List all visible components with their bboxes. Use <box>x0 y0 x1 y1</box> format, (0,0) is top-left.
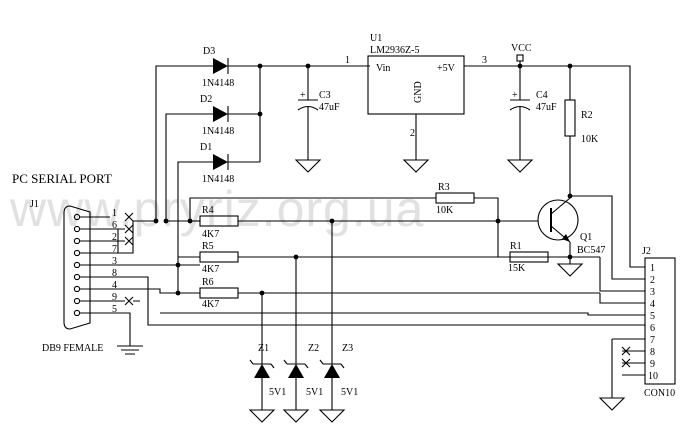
r3-value: 10K <box>436 205 454 216</box>
j2-ref: J2 <box>642 246 651 257</box>
transistor-q1 <box>537 196 584 277</box>
j1-pin-2: 2 <box>112 232 117 243</box>
regulator-u1 <box>367 55 520 173</box>
u1-ref: U1 <box>370 33 382 44</box>
watermark: www.pryriz.org.ua <box>9 181 424 237</box>
z3-value: 5V1 <box>341 387 358 398</box>
title: PC SERIAL PORT <box>12 171 112 186</box>
j2-pin-8: 8 <box>650 347 655 358</box>
u1-pin-3: 3 <box>482 55 487 66</box>
z2-ref: Z2 <box>308 343 319 354</box>
resistor-r6 <box>199 287 600 299</box>
diode-d1 <box>205 154 260 170</box>
j2-label: CON10 <box>644 388 675 399</box>
diode-d3 <box>205 58 260 74</box>
d1-value: 1N4148 <box>202 174 234 185</box>
r1-value: 15K <box>508 263 526 274</box>
r4-ref: R4 <box>202 205 214 216</box>
c3-value: 47uF <box>319 102 340 113</box>
j1-pin-1: 1 <box>112 208 117 219</box>
j2-pin-10: 10 <box>648 371 658 382</box>
u1-pin-1: 1 <box>345 55 350 66</box>
z3-ref: Z3 <box>342 343 353 354</box>
j1-ref: J1 <box>30 199 39 210</box>
j2-pin-9: 9 <box>650 359 655 370</box>
zener-z3 <box>318 221 346 423</box>
j2-pin-6: 6 <box>650 323 655 334</box>
capacitor-c4: + <box>506 66 534 173</box>
j1-ground <box>110 312 143 355</box>
resistor-r1 <box>497 221 570 263</box>
capacitor-c3: + <box>294 66 322 173</box>
d2-ref: D2 <box>200 94 212 105</box>
resistor-r3 <box>435 192 538 222</box>
zener-z2 <box>282 257 310 423</box>
j1-pin-3: 3 <box>112 256 117 267</box>
r3-ref: R3 <box>438 182 450 193</box>
c4-value: 47uF <box>536 102 557 113</box>
r1-ref: R1 <box>510 241 522 252</box>
svg-text:+: + <box>512 90 518 101</box>
r5-value: 4K7 <box>202 264 219 275</box>
j1-label: DB9 FEMALE <box>42 343 103 354</box>
z1-ref: Z1 <box>258 343 269 354</box>
j1-pin-5: 5 <box>112 304 117 315</box>
j2-pin-2: 2 <box>650 275 655 286</box>
j1-pin-7: 7 <box>112 244 117 255</box>
q1-ref: Q1 <box>580 232 592 243</box>
zener-z1 <box>248 293 276 423</box>
j1-pin-6: 6 <box>112 220 117 231</box>
r4-value: 4K7 <box>202 229 219 240</box>
r6-ref: R6 <box>202 277 214 288</box>
resistor-r2 <box>564 66 576 196</box>
c4-ref: C4 <box>536 90 548 101</box>
j2-pin-1: 1 <box>650 263 655 274</box>
r2-ref: R2 <box>581 110 593 121</box>
r2-value: 10K <box>581 134 599 145</box>
r5-ref: R5 <box>202 241 214 252</box>
j1-pin-4: 4 <box>112 280 117 291</box>
z2-value: 5V1 <box>306 387 323 398</box>
d3-value: 1N4148 <box>202 78 234 89</box>
svg-text:+: + <box>300 90 306 101</box>
resistor-r5 <box>178 251 296 263</box>
u1-part: LM2936Z-5 <box>370 45 419 56</box>
d3-ref: D3 <box>203 46 215 57</box>
db9-pin-holes <box>73 213 81 317</box>
d1-ref: D1 <box>200 142 212 153</box>
no-connect-marks-j1 <box>124 212 134 306</box>
u1-pin-2: 2 <box>410 128 415 139</box>
diode-d2 <box>205 106 260 122</box>
j2-pin-7: 7 <box>650 335 655 346</box>
r6-value: 4K7 <box>202 299 219 310</box>
db9-connector <box>63 205 110 330</box>
j2-pin-4: 4 <box>650 299 655 310</box>
j2-connector <box>110 257 676 411</box>
d2-value: 1N4148 <box>202 126 234 137</box>
j1-pin-9: 9 <box>112 292 117 303</box>
j2-pin-3: 3 <box>650 287 655 298</box>
q1-value: BC547 <box>577 245 605 256</box>
j1-pin-8: 8 <box>112 268 117 279</box>
j2-pin-5: 5 <box>650 311 655 322</box>
c3-ref: C3 <box>319 90 331 101</box>
z1-value: 5V1 <box>269 387 286 398</box>
u1-pin-out: +5V <box>437 63 456 74</box>
u1-pin-gnd: GND <box>413 81 424 103</box>
u1-pin-vin: Vin <box>376 63 390 74</box>
vcc-label: VCC <box>511 43 532 54</box>
